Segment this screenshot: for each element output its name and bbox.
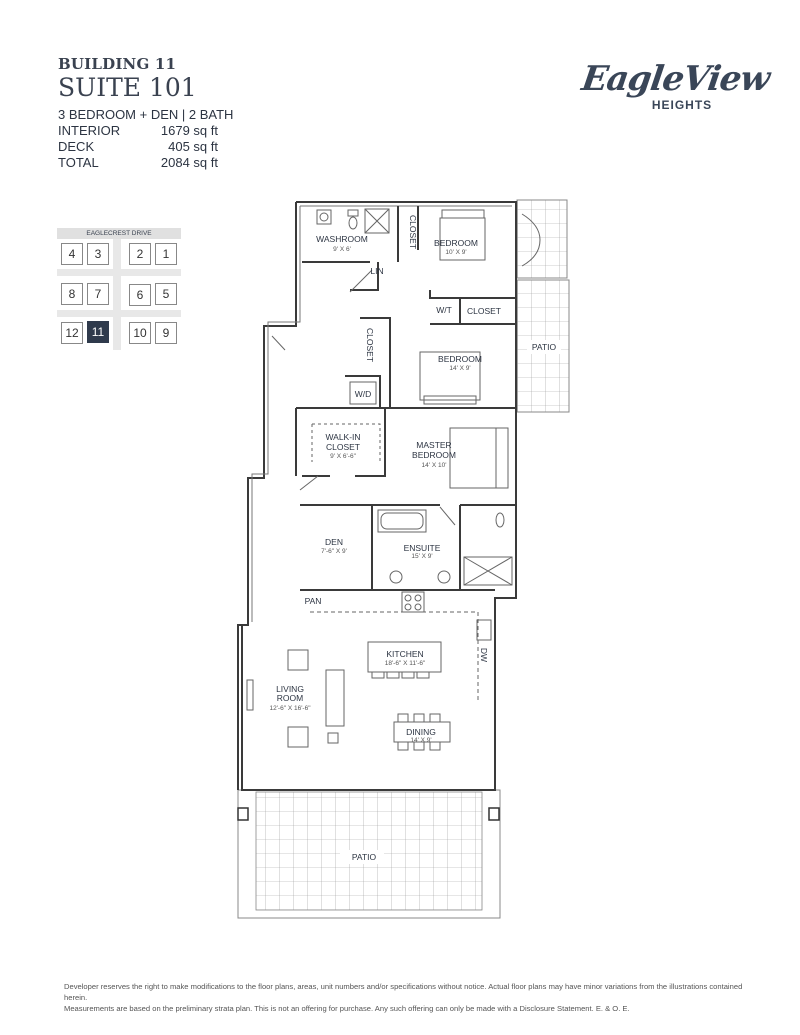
room-living-2: ROOM bbox=[277, 693, 303, 703]
unit-1[interactable]: 1 bbox=[155, 243, 177, 265]
unit-7[interactable]: 7 bbox=[87, 283, 109, 305]
room-master-1: MASTER bbox=[416, 440, 451, 450]
room-side-patio: PATIO bbox=[532, 342, 557, 352]
area-row-interior: INTERIOR 1679 sq ft bbox=[58, 123, 233, 139]
area-row-deck: DECK 405 sq ft bbox=[58, 139, 233, 155]
room-bedroom-1: BEDROOM bbox=[434, 238, 478, 248]
disclaimer-line-2: Measurements are based on the preliminar… bbox=[64, 1004, 630, 1013]
room-ensuite: ENSUITE bbox=[404, 543, 441, 553]
room-closet-2: CLOSET bbox=[467, 306, 501, 316]
room-bedroom-1-dim: 10' X 9' bbox=[445, 249, 466, 256]
unit-3[interactable]: 3 bbox=[87, 243, 109, 265]
area-label: INTERIOR bbox=[58, 123, 121, 138]
unit-5[interactable]: 5 bbox=[155, 283, 177, 305]
disclaimer-line-1: Developer reserves the right to make mod… bbox=[64, 982, 743, 1002]
exterior-walls bbox=[237, 201, 517, 791]
room-closet-3: CLOSET bbox=[365, 328, 375, 362]
unit-11-highlighted[interactable]: 11 bbox=[87, 321, 109, 343]
road bbox=[57, 310, 181, 317]
room-pantry: PAN bbox=[305, 596, 322, 606]
building-label: BUILDING 11 bbox=[58, 55, 177, 73]
dishwasher: DW bbox=[479, 648, 489, 662]
suite-configuration: 3 BEDROOM + DEN | 2 BATH bbox=[58, 107, 234, 122]
area-table: INTERIOR 1679 sq ft DECK 405 sq ft TOTAL 20… bbox=[58, 123, 233, 171]
room-closet-1: CLOSET bbox=[408, 215, 418, 249]
room-washroom: WASHROOM bbox=[316, 234, 368, 244]
logo-subtitle: HEIGHTS bbox=[651, 98, 713, 112]
room-main-patio: PATIO bbox=[352, 852, 377, 862]
area-value: 405 sq ft bbox=[168, 139, 218, 154]
disclaimer: Developer reserves the right to make mod… bbox=[64, 981, 764, 1014]
room-labels: WASHROOM 9' X 6' CLOSET BEDROOM 10' X 9'… bbox=[269, 215, 556, 862]
unit-6[interactable]: 6 bbox=[129, 284, 151, 306]
area-row-total: TOTAL 2084 sq ft bbox=[58, 155, 233, 171]
fixtures bbox=[246, 208, 541, 751]
room-living-dim: 12'-6" X 16'-6" bbox=[269, 705, 311, 712]
area-value: 1679 sq ft bbox=[160, 123, 218, 138]
room-walkin-closet-1: WALK-IN bbox=[325, 432, 360, 442]
room-kitchen: KITCHEN bbox=[386, 649, 423, 659]
suite-title: SUITE 101 bbox=[58, 73, 197, 102]
room-master-dim: 14' X 10' bbox=[422, 462, 447, 469]
suite-header: BUILDING 11 SUITE 101 3 BEDROOM + DEN | … bbox=[58, 55, 233, 171]
main-patio bbox=[237, 789, 501, 919]
room-ensuite-dim: 15' X 9' bbox=[411, 553, 432, 560]
area-value: 2084 sq ft bbox=[160, 155, 218, 170]
room-den-dim: 7'-6" X 9' bbox=[321, 548, 347, 555]
room-walkin-dim: 9' X 6'-6" bbox=[330, 453, 356, 460]
side-patio bbox=[516, 199, 570, 413]
room-dining-dim: 14' X 9' bbox=[410, 737, 431, 744]
room-water-tank: W/T bbox=[436, 305, 452, 315]
area-label: TOTAL bbox=[58, 155, 99, 170]
room-linen: LIN bbox=[370, 266, 383, 276]
brand-logo: EagleView HEIGHTS bbox=[579, 59, 771, 112]
street-label: EAGLECREST DRIVE bbox=[57, 228, 181, 239]
room-den: DEN bbox=[325, 537, 343, 547]
interior-walls bbox=[295, 206, 516, 591]
room-walkin-closet-2: CLOSET bbox=[326, 442, 360, 452]
unit-8[interactable]: 8 bbox=[61, 283, 83, 305]
room-washroom-dim: 9' X 6' bbox=[333, 246, 351, 253]
area-label: DECK bbox=[58, 139, 95, 154]
road bbox=[113, 239, 121, 350]
room-bedroom-2-dim: 14' X 9' bbox=[449, 365, 470, 372]
room-master-2: BEDROOM bbox=[412, 450, 456, 460]
room-washer-dryer: W/D bbox=[355, 389, 372, 399]
unit-12[interactable]: 12 bbox=[61, 322, 83, 344]
room-living-1: LIVING bbox=[276, 684, 304, 694]
room-kitchen-dim: 18'-6" X 11'-6" bbox=[385, 660, 426, 667]
room-bedroom-2: BEDROOM bbox=[438, 354, 482, 364]
unit-10[interactable]: 10 bbox=[129, 322, 151, 344]
site-keymap: EAGLECREST DRIVE 4 3 2 1 8 7 6 5 12 11 1… bbox=[57, 228, 181, 350]
unit-4[interactable]: 4 bbox=[61, 243, 83, 265]
unit-2[interactable]: 2 bbox=[129, 243, 151, 265]
room-dining: DINING bbox=[406, 727, 436, 737]
unit-9[interactable]: 9 bbox=[155, 322, 177, 344]
road bbox=[57, 269, 181, 276]
